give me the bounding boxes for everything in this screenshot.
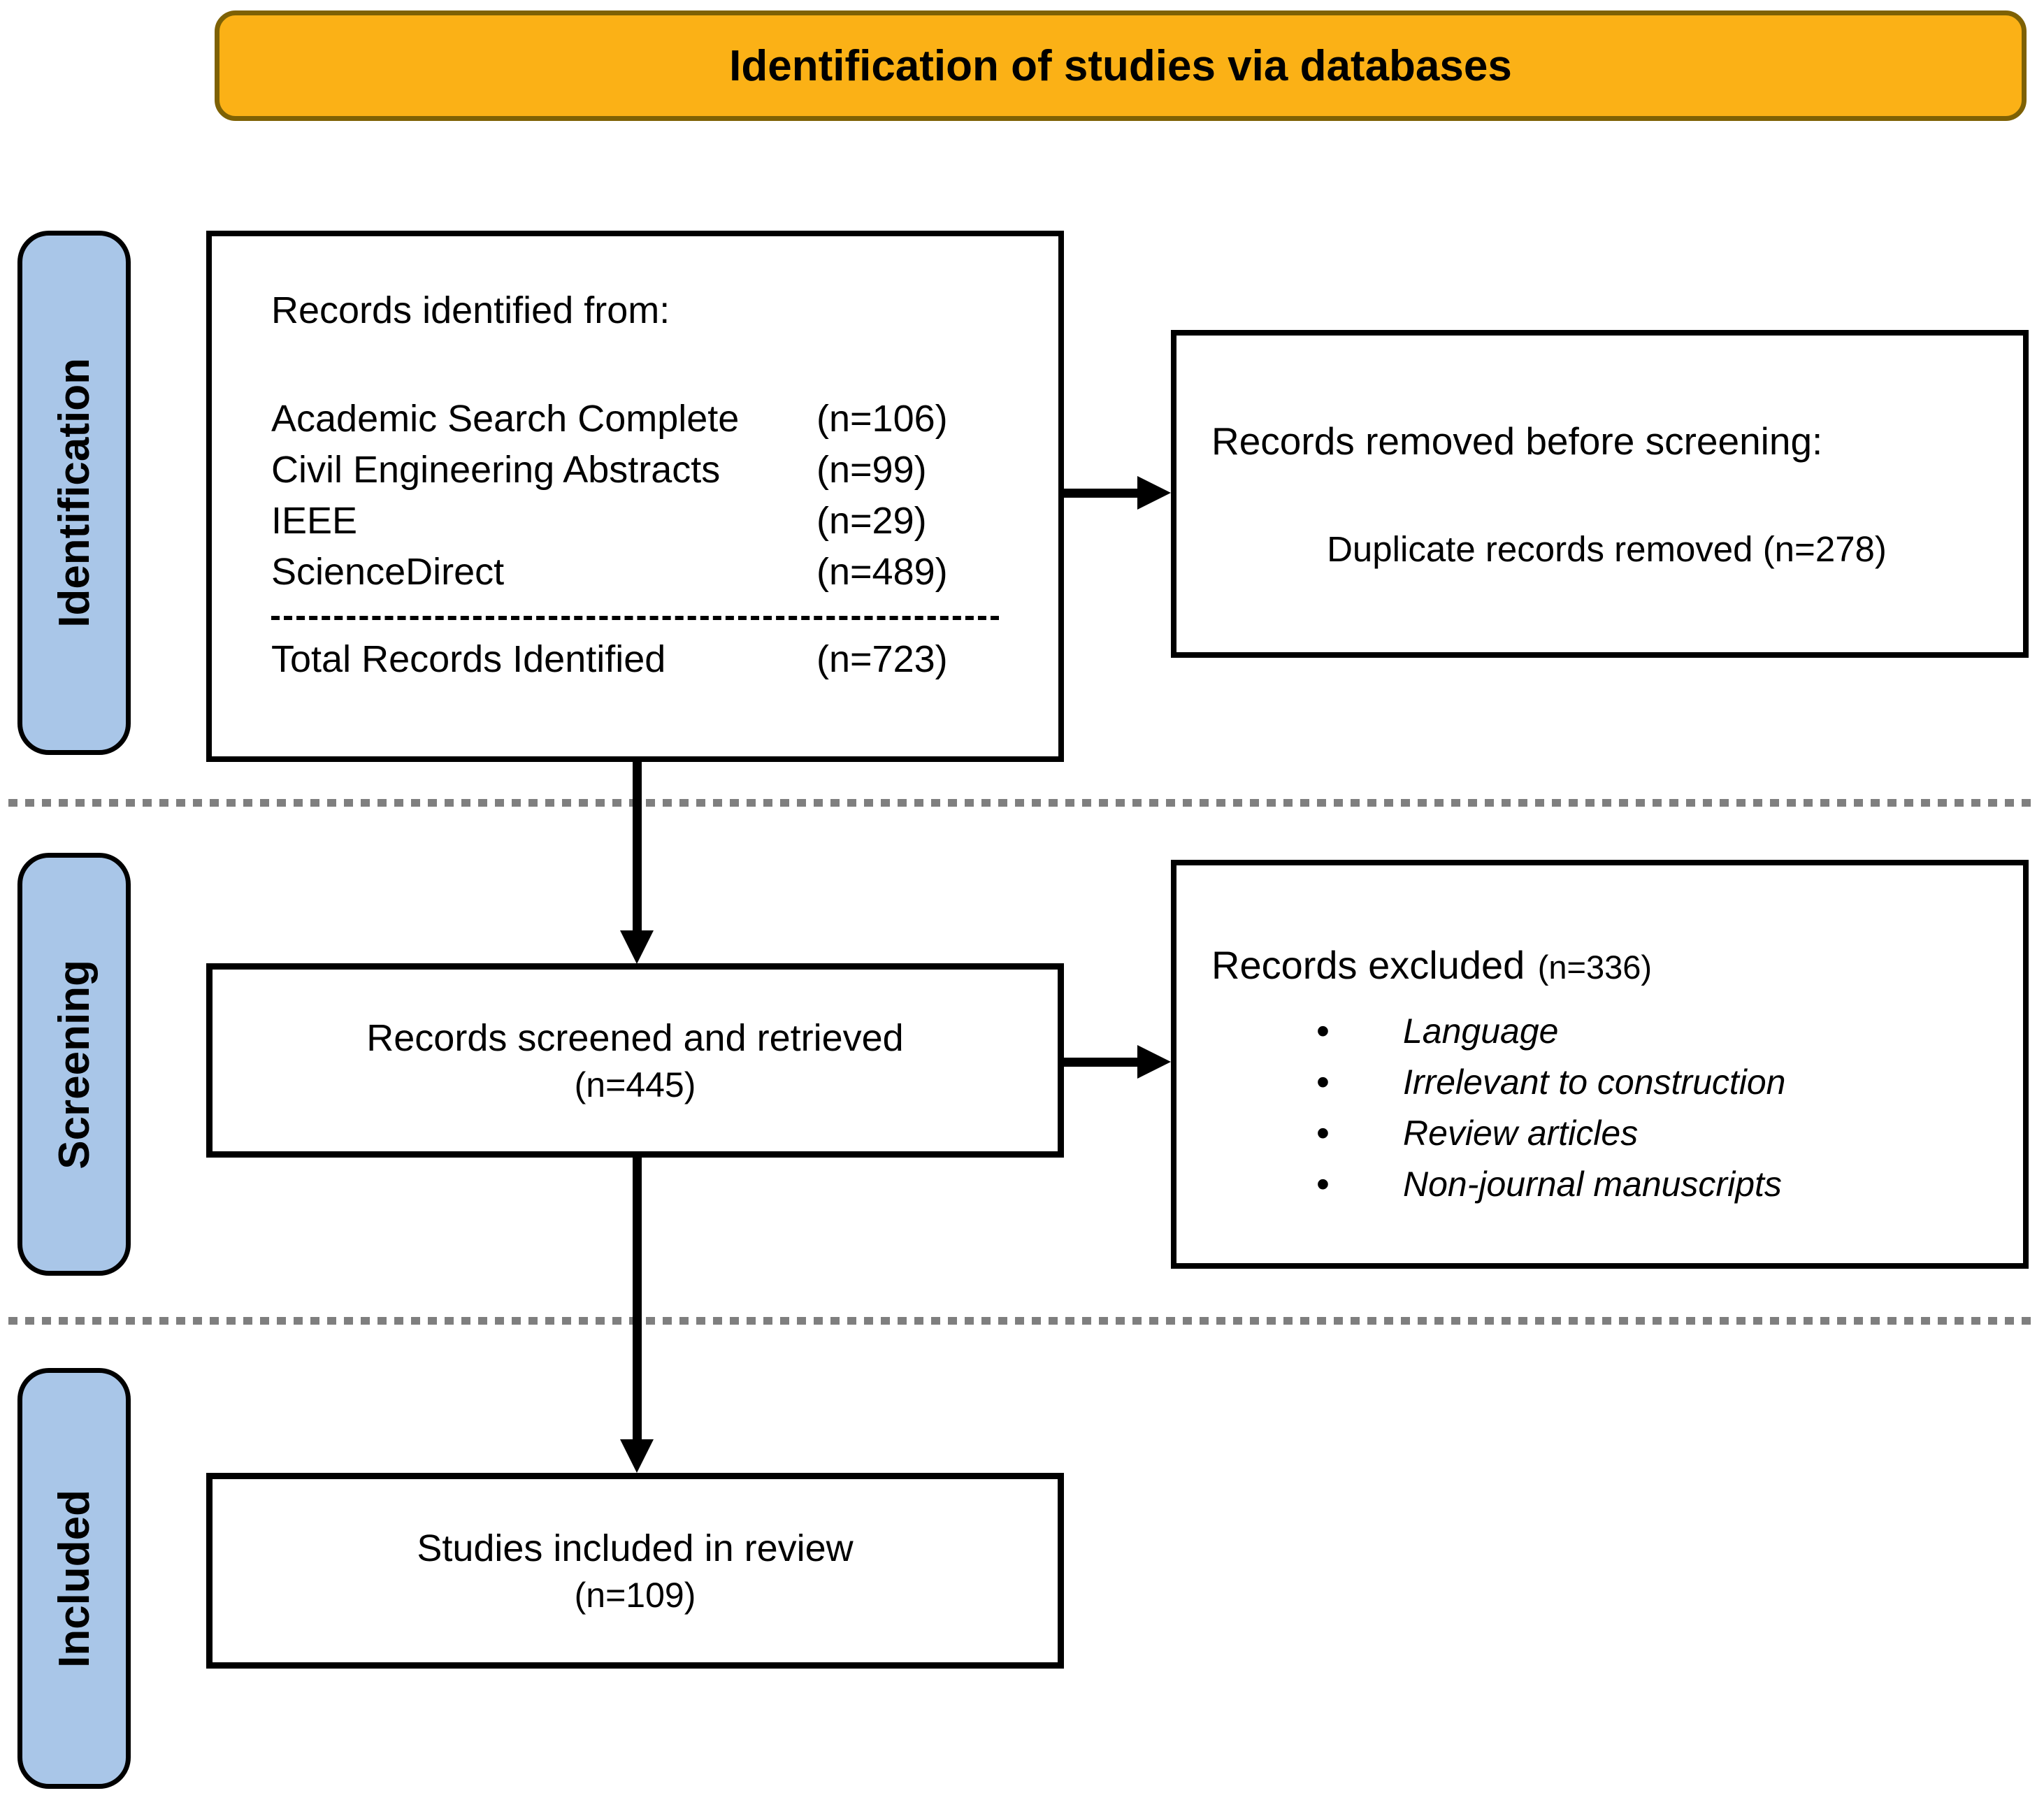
dotted-separator-screening-included [8,1317,2036,1325]
arrow-identified-to-removed-head-icon [1137,476,1171,510]
arrow-screened-to-excluded-line [1064,1058,1138,1067]
source-name: IEEE [271,500,358,542]
records-identified-source-list: Academic Search Complete (n=106) Civil E… [271,394,999,598]
arrow-identified-to-removed-line [1063,489,1139,498]
dotted-separator-identification-screening [8,799,2036,807]
arrow-identified-to-screened-head-icon [620,930,654,964]
arrow-screened-to-included-line [633,1155,642,1440]
total-divider [271,616,999,620]
stage-pill-included: Included [17,1368,131,1789]
source-name: Civil Engineering Abstracts [271,449,721,491]
records-removed-title: Records removed before screening: [1211,419,1823,463]
source-row: Civil Engineering Abstracts (n=99) [271,445,999,496]
stage-label-identification: Identification [50,358,99,628]
excluded-reason-item: Review articles [1316,1108,2002,1159]
box-records-excluded: Records excluded (n=336) Language Irrele… [1171,860,2029,1269]
records-excluded-heading: Records excluded (n=336) [1211,941,2002,1000]
records-screened-count: (n=445) [574,1065,696,1104]
banner: Identification of studies via databases [215,10,2027,121]
arrow-screened-to-included-head-icon [620,1439,654,1473]
records-identified-title: Records identified from: [271,289,670,331]
source-name: ScienceDirect [271,551,505,593]
records-excluded-count: (n=336) [1537,949,1653,986]
excluded-reason-item: Language [1316,1006,2002,1057]
banner-title: Identification of studies via databases [729,41,1512,90]
excluded-reason-item: Non-journal manuscripts [1316,1159,2002,1210]
total-label: Total Records Identified [271,638,666,680]
arrow-screened-to-excluded-head-icon [1137,1045,1171,1079]
source-row: Academic Search Complete (n=106) [271,394,999,445]
excluded-reason-item: Irrelevant to construction [1316,1057,2002,1108]
source-row: ScienceDirect (n=489) [271,547,999,598]
stage-label-included: Included [50,1489,99,1668]
box-records-screened: Records screened and retrieved (n=445) [206,963,1064,1158]
total-row: Total Records Identified (n=723) [271,634,999,685]
box-records-removed: Records removed before screening: Duplic… [1171,330,2029,658]
source-count: (n=106) [816,398,948,440]
box-studies-included: Studies included in review (n=109) [206,1473,1064,1669]
source-count: (n=99) [816,449,927,491]
source-count: (n=29) [816,500,927,542]
records-excluded-title: Records excluded [1211,943,1525,987]
records-screened-title: Records screened and retrieved [366,1017,904,1059]
stage-pill-screening: Screening [17,853,131,1276]
records-removed-detail: Duplicate records removed (n=278) [1327,529,1887,569]
source-count: (n=489) [816,551,948,593]
excluded-reasons-list: Language Irrelevant to construction Revi… [1211,1006,2002,1210]
stage-pill-identification: Identification [17,231,131,755]
total-count: (n=723) [816,638,948,680]
box-records-identified: Records identified from: Academic Search… [206,231,1064,762]
source-name: Academic Search Complete [271,398,740,440]
studies-included-count: (n=109) [574,1576,696,1615]
stage-label-screening: Screening [50,959,99,1169]
source-row: IEEE (n=29) [271,496,999,547]
studies-included-title: Studies included in review [417,1527,854,1569]
arrow-identified-to-screened-line [633,759,642,932]
